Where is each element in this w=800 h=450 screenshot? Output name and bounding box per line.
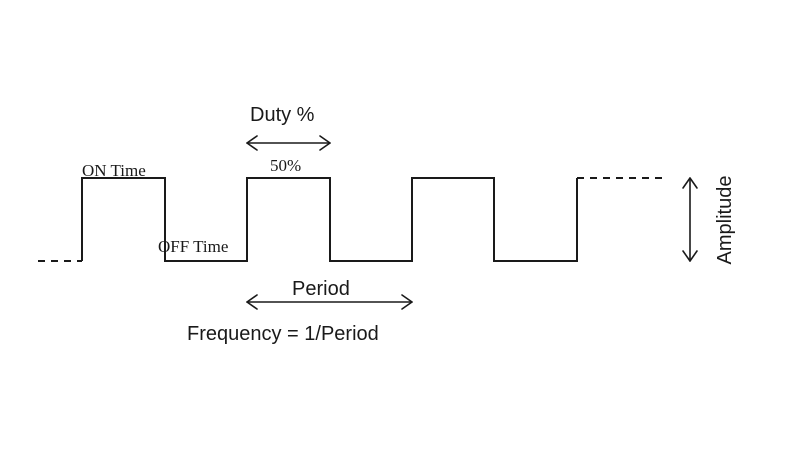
duty-label: Duty % <box>250 104 315 126</box>
off-time-label: OFF Time <box>158 237 228 256</box>
duty-arrow <box>246 135 331 151</box>
period-label: Period <box>292 278 350 300</box>
amplitude-label: Amplitude <box>714 176 736 265</box>
square-wave <box>81 177 578 262</box>
on-time-label: ON Time <box>82 161 146 180</box>
amplitude-arrow <box>682 177 698 262</box>
duty-value-label: 50% <box>270 156 301 175</box>
period-arrow <box>246 294 413 310</box>
frequency-formula: Frequency = 1/Period <box>187 323 379 345</box>
